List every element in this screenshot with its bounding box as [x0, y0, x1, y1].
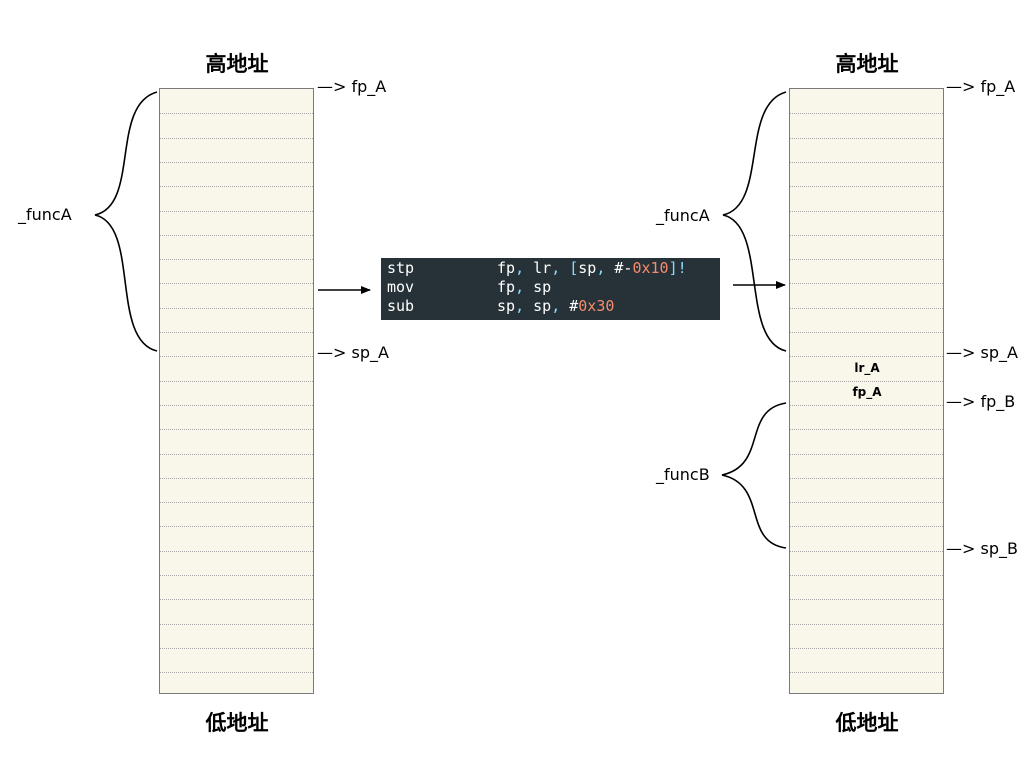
stack-row-divider: [790, 283, 943, 285]
stack-row-divider: [790, 137, 943, 139]
code-token: sp: [497, 297, 516, 315]
right-funcB-label: _funcB: [656, 465, 710, 484]
stack-row-divider: [790, 526, 943, 528]
right-funcA-brace: [722, 91, 787, 352]
stack-row-divider: [790, 186, 943, 188]
stack-row-divider: [790, 672, 943, 674]
stack-row-divider: [790, 502, 943, 504]
stack-row-divider: [160, 161, 313, 163]
stack-row-divider: [790, 599, 943, 601]
code-token: ,: [515, 278, 534, 296]
right-sp-a-marker: —> sp_A: [946, 343, 1018, 362]
code-token: sp: [578, 259, 597, 277]
code-token: #-: [614, 259, 633, 277]
code-token: lr: [533, 259, 552, 277]
stack-row-divider: [790, 161, 943, 163]
stack-row-divider: [160, 259, 313, 261]
stack-row-divider: [790, 356, 943, 358]
stack-row-divider: [160, 332, 313, 333]
code-token: sp: [533, 278, 552, 296]
right-fp-b-marker: —> fp_B: [946, 392, 1016, 411]
code-token: ,: [515, 297, 534, 315]
code-opcode: stp: [387, 259, 415, 277]
stack-row-divider: [160, 453, 313, 455]
stack-row-divider: [790, 550, 943, 552]
right-fp-a-marker: —> fp_A: [946, 77, 1016, 96]
stack-row-divider: [790, 404, 943, 406]
code-token: fp: [497, 278, 516, 296]
code-line: sub sp, sp, #0x30: [387, 297, 714, 316]
code-token: [: [569, 259, 579, 277]
left-funcA-brace: [94, 91, 158, 352]
stack-row-divider: [160, 210, 313, 212]
code-line: mov fp, sp: [387, 278, 714, 297]
stack-row-divider: [790, 380, 943, 382]
fp-a-cell-label: fp_A: [852, 385, 882, 399]
stack-row-divider: [160, 283, 313, 285]
stack-row-divider: [790, 307, 943, 309]
code-token: ,: [515, 259, 534, 277]
stack-row-divider: [160, 380, 313, 382]
stack-row-divider: [790, 453, 943, 455]
left-high-address-label: 高地址: [205, 52, 269, 76]
code-token: ,: [596, 259, 615, 277]
code-token: 0x10: [632, 259, 669, 277]
stack-row-divider: [790, 259, 943, 261]
stack-row-divider: [790, 113, 943, 115]
right-funcA-label: _funcA: [656, 206, 710, 225]
stack-row-divider: [160, 550, 313, 552]
stack-row-divider: [160, 356, 313, 358]
code-opcode: sub: [387, 297, 415, 315]
left-sp-a-marker: —> sp_A: [317, 343, 389, 362]
stack-row-divider: [160, 186, 313, 188]
lr-a-cell-label: lr_A: [854, 361, 880, 375]
right-memory-stack: [789, 88, 944, 694]
stack-row-divider: [790, 477, 943, 479]
code-token: ,: [551, 297, 570, 315]
stack-row-divider: [160, 526, 313, 528]
left-memory-stack: [159, 88, 314, 694]
stack-row-divider: [160, 234, 313, 236]
code-opcode: mov: [387, 278, 415, 296]
code-token: ]!: [668, 259, 687, 277]
code-token: fp: [497, 259, 516, 277]
stack-row-divider: [160, 307, 313, 309]
stack-row-divider: [160, 477, 313, 479]
stack-row-divider: [160, 113, 313, 115]
stack-row-divider: [160, 647, 313, 649]
stack-row-divider: [160, 429, 313, 431]
stack-row-divider: [160, 575, 313, 576]
code-token: #: [569, 297, 579, 315]
stack-row-divider: [160, 623, 313, 625]
stack-row-divider: [790, 575, 943, 576]
stack-row-divider: [160, 599, 313, 601]
left-low-address-label: 低地址: [205, 711, 269, 735]
code-token: 0x30: [578, 297, 615, 315]
code-token: ,: [551, 259, 570, 277]
stack-row-divider: [790, 623, 943, 625]
stack-row-divider: [790, 332, 943, 333]
right-sp-b-marker: —> sp_B: [946, 539, 1018, 558]
right-high-address-label: 高地址: [835, 52, 899, 76]
stack-row-divider: [160, 404, 313, 406]
stack-row-divider: [160, 672, 313, 674]
code-line: stp fp, lr, [sp, #-0x10]!: [387, 259, 714, 278]
right-funcB-brace: [721, 402, 787, 549]
stack-row-divider: [160, 502, 313, 504]
stack-row-divider: [790, 234, 943, 236]
left-fp-a-marker: —> fp_A: [317, 77, 387, 96]
right-low-address-label: 低地址: [835, 711, 899, 735]
left-funcA-label: _funcA: [18, 205, 72, 224]
stack-row-divider: [790, 647, 943, 649]
stack-row-divider: [790, 429, 943, 431]
stack-row-divider: [160, 137, 313, 139]
code-token: sp: [533, 297, 552, 315]
stack-row-divider: [790, 210, 943, 212]
